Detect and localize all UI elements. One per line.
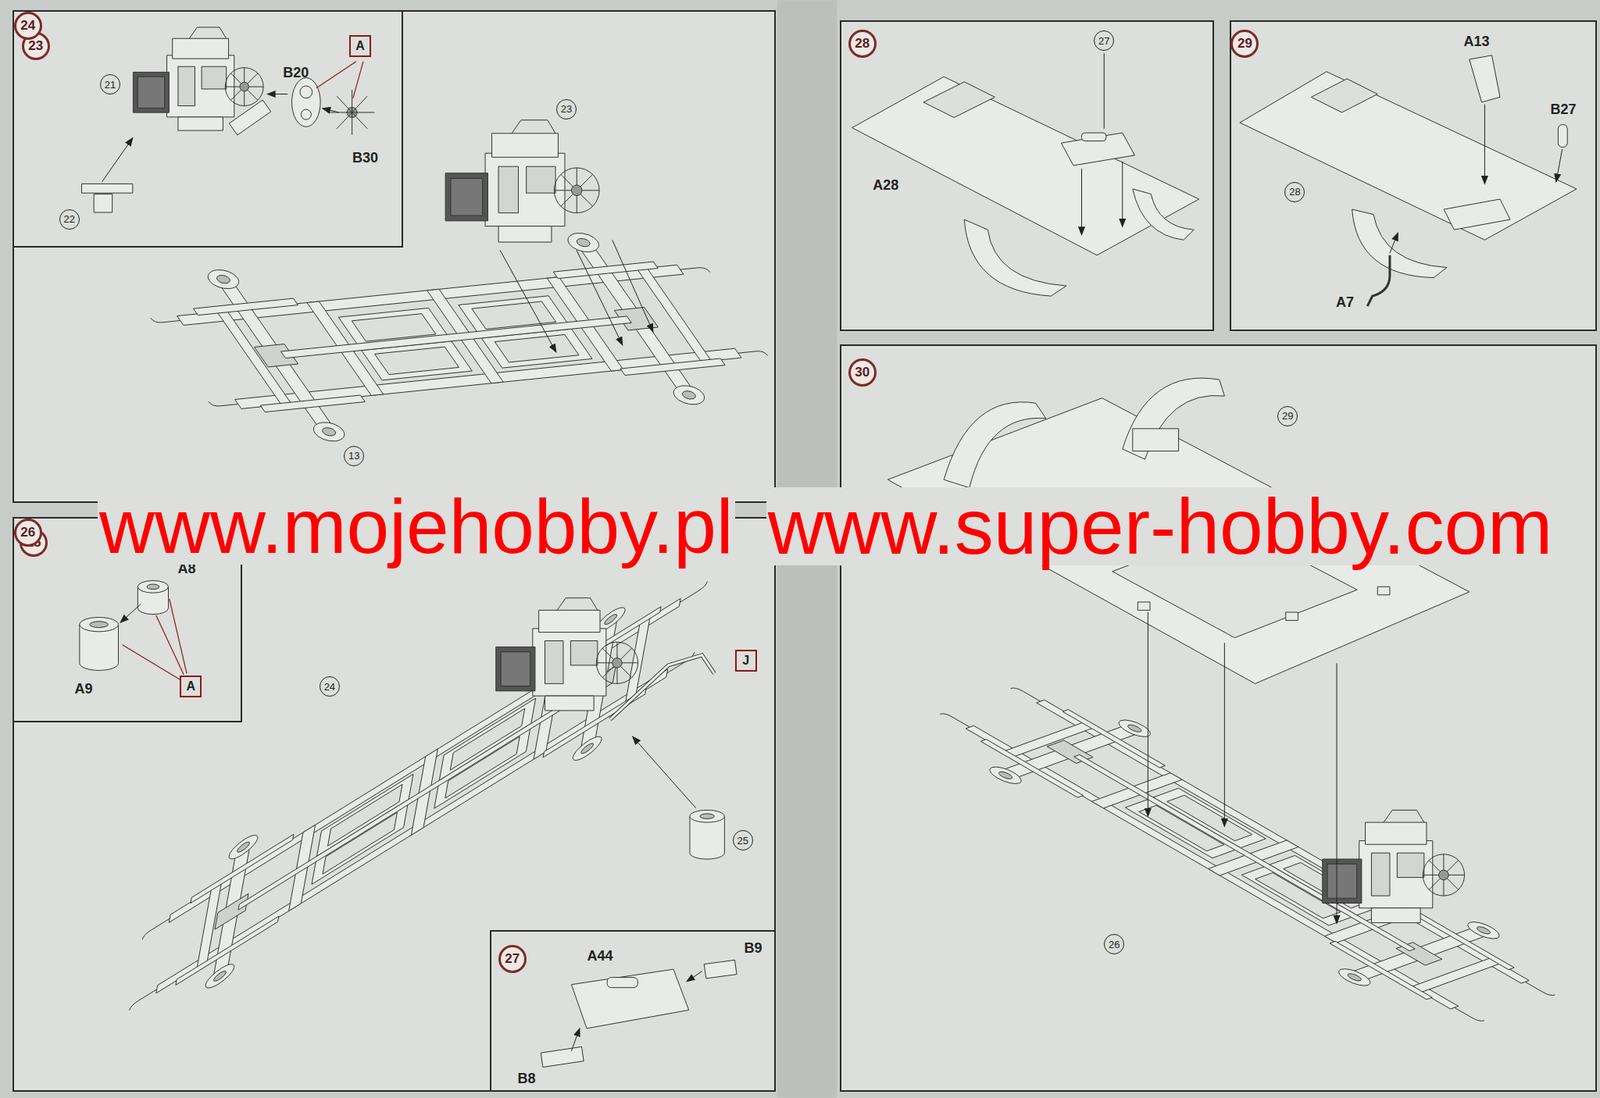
callout-circle: 21 <box>100 74 121 95</box>
part-label: A9 <box>75 682 93 698</box>
step-number: 27 <box>498 945 527 974</box>
callout-number: 25 <box>737 835 749 847</box>
part-group-box: A <box>179 675 202 698</box>
step-panel: 21A2223231324 <box>12 10 776 504</box>
part-label: B20 <box>282 65 309 82</box>
callout-circle: 26 <box>1103 934 1125 955</box>
watermark: www.mojehobby.pl <box>97 488 736 565</box>
step-number: 29 <box>1230 29 1259 58</box>
step-number: 26 <box>14 518 43 547</box>
part-label: A44 <box>586 949 613 965</box>
part-label: B30 <box>352 150 379 167</box>
group-letter: A <box>185 680 196 693</box>
callout-number: 28 <box>1289 186 1300 197</box>
callout-circle: 29 <box>1277 406 1298 427</box>
step-panel: 27 28 <box>839 20 1215 332</box>
callout-circle: 28 <box>1284 182 1305 203</box>
part-group-box: J <box>735 650 758 672</box>
callout-circle: 24 <box>319 676 340 697</box>
callout-number: 27 <box>1098 35 1110 47</box>
callout-circle: 25 <box>732 830 754 851</box>
callout-number: 24 <box>324 682 336 693</box>
callout-circle: 27 <box>1093 30 1115 51</box>
callout-number: 26 <box>1108 939 1120 950</box>
step-number: 28 <box>848 29 877 58</box>
part-label: A28 <box>872 178 899 194</box>
part-label: A7 <box>1335 295 1354 311</box>
step-number: 30 <box>848 358 877 387</box>
part-label: A13 <box>1463 34 1490 50</box>
step-panel: 28 29 <box>1229 20 1597 332</box>
callout-number: 21 <box>104 79 116 90</box>
part-group-box: A <box>349 35 372 58</box>
step-panel: A2524J252726 <box>12 517 776 1092</box>
callout-number: 29 <box>1282 410 1293 422</box>
part-label: B27 <box>1550 102 1576 118</box>
group-letter: A <box>355 39 365 53</box>
group-letter: J <box>742 654 750 668</box>
callout-circle: 23 <box>556 99 577 120</box>
part-label: B8 <box>517 1071 536 1088</box>
watermark: www.super-hobby.com <box>766 487 1555 566</box>
step-panel: 27 <box>489 930 776 1092</box>
part-label: B9 <box>743 941 762 958</box>
callout-circle: 22 <box>59 209 80 230</box>
step-panel: 29 26 30 <box>839 344 1597 1092</box>
callout-number: 22 <box>64 214 75 225</box>
step-number: 24 <box>14 11 43 40</box>
step-panel: 21A2223 <box>12 10 404 248</box>
callout-circle: 13 <box>343 446 365 467</box>
callout-number: 23 <box>560 103 572 115</box>
callout-number: 13 <box>348 450 360 461</box>
